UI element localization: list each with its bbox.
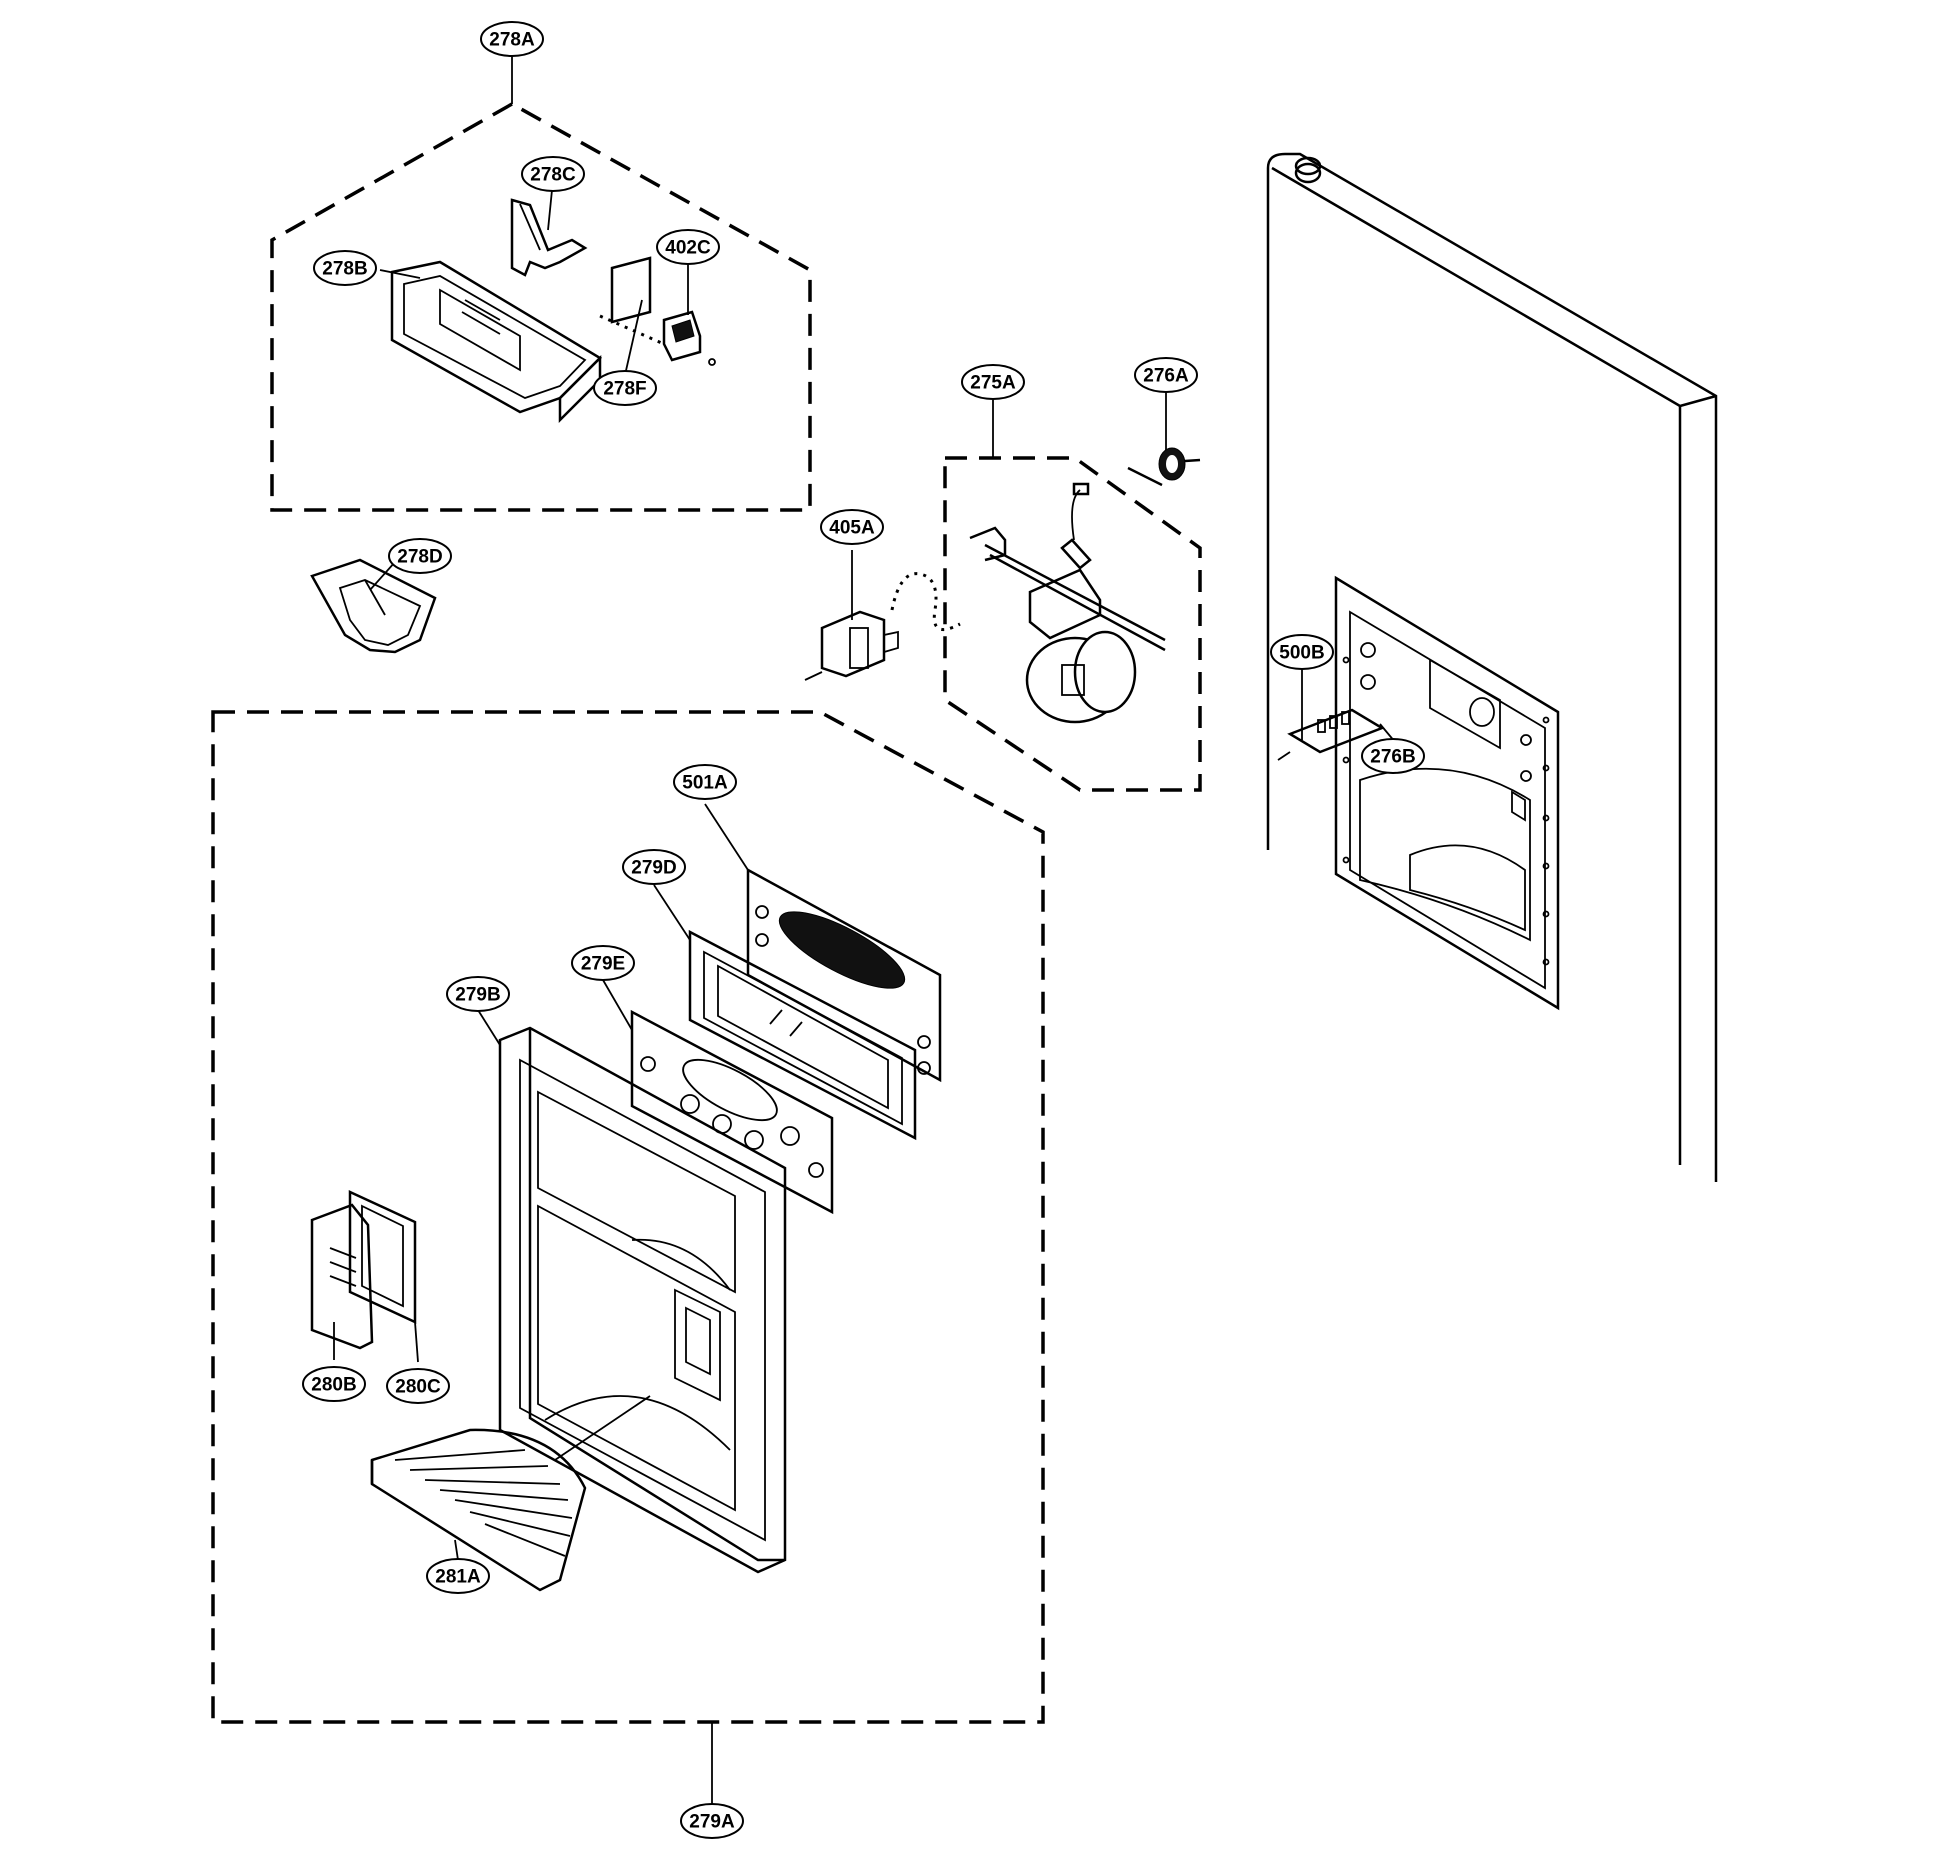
callout-275A-label: 275A: [970, 373, 1016, 394]
door-panel: [1266, 152, 1718, 1182]
callout-279D-label: 279D: [631, 858, 676, 879]
callout-279B: 279B: [446, 976, 510, 1012]
callout-280B-label: 280B: [311, 1375, 356, 1396]
callout-405A: 405A: [820, 509, 884, 545]
part-280B-cover: [310, 1203, 374, 1350]
group-278A-outline: [270, 56, 812, 512]
part-500B-bracket: [1277, 708, 1385, 761]
callout-276B: 276B: [1361, 738, 1425, 774]
callout-281A: 281A: [426, 1558, 490, 1594]
callout-500B-label: 500B: [1279, 643, 1324, 664]
callout-279E-label: 279E: [581, 954, 625, 975]
callout-402C-label: 402C: [665, 238, 711, 259]
part-501A-plate: [746, 867, 942, 1083]
callout-278C: 278C: [521, 156, 585, 192]
callout-276A-label: 276A: [1143, 366, 1189, 387]
callout-501A: 501A: [673, 764, 737, 800]
callout-279A: 279A: [680, 1803, 744, 1839]
group-275A-outline: [943, 400, 1202, 792]
callout-281A-label: 281A: [435, 1567, 481, 1588]
part-278B-housing: [390, 260, 603, 424]
part-276A-spring: [1127, 447, 1201, 487]
part-405A-switch: [804, 572, 961, 681]
callout-276A: 276A: [1134, 357, 1198, 393]
part-278F-switch: [599, 310, 716, 366]
callout-278D-label: 278D: [397, 547, 442, 568]
callout-280C-label: 280C: [395, 1377, 441, 1398]
callout-278D: 278D: [388, 538, 452, 574]
callout-501A-label: 501A: [682, 773, 728, 794]
callout-279D: 279D: [622, 849, 686, 885]
part-279D-frame: [688, 929, 917, 1141]
door-dispenser-recess: [1334, 575, 1560, 1011]
callout-279B-label: 279B: [455, 985, 500, 1006]
callout-leader-lines: [333, 189, 1396, 1561]
part-280C-frame: [348, 1190, 417, 1324]
callout-278F: 278F: [593, 370, 657, 406]
callout-278B: 278B: [313, 250, 377, 286]
part-279E-panel: [630, 1009, 834, 1215]
part-278C-bracket: [510, 198, 588, 277]
callout-278A: 278A: [480, 21, 544, 57]
callout-405A-label: 405A: [829, 518, 875, 539]
callout-280C: 280C: [386, 1368, 450, 1404]
callout-278F-label: 278F: [603, 379, 646, 400]
group-279A-outline: [211, 710, 1045, 1804]
part-275A-solenoid-assembly: [969, 482, 1166, 724]
callout-278C-label: 278C: [530, 165, 576, 186]
callout-275A: 275A: [961, 364, 1025, 400]
callout-402C: 402C: [656, 229, 720, 265]
part-279B-front-cover: [498, 1026, 787, 1574]
callout-276B-label: 276B: [1370, 747, 1415, 768]
part-281A-drip-tray: [370, 1395, 651, 1592]
part-402C-plate: [610, 256, 652, 324]
callout-279E: 279E: [571, 945, 635, 981]
callout-280B: 280B: [302, 1366, 366, 1402]
callout-278B-label: 278B: [322, 259, 367, 280]
callout-279A-label: 279A: [689, 1812, 735, 1833]
callout-500B: 500B: [1270, 634, 1334, 670]
callout-278A-label: 278A: [489, 30, 535, 51]
